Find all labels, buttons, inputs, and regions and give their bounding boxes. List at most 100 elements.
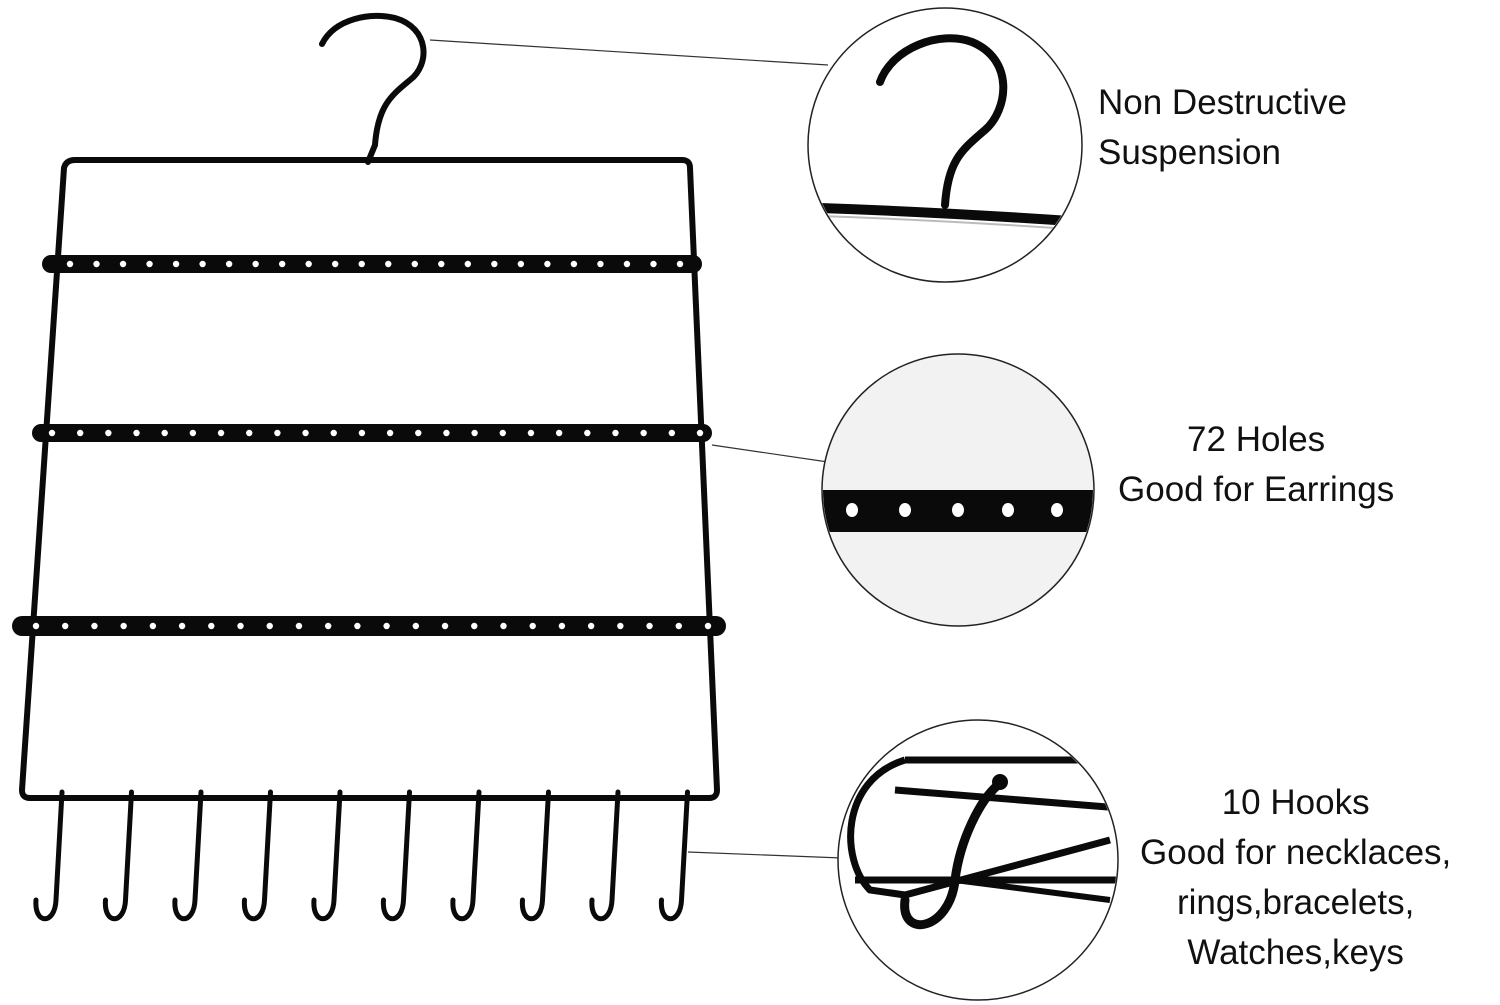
earring-hole	[146, 260, 153, 268]
earring-hole	[676, 260, 684, 268]
earring-hole	[491, 260, 498, 268]
earring-hole	[330, 429, 337, 437]
earring-holes-closeup-icon	[821, 353, 1095, 627]
earring-hole	[354, 622, 361, 630]
bottom-hook	[172, 789, 204, 922]
bottom-hook	[519, 789, 551, 922]
suspension-hook-closeup-icon	[807, 7, 1083, 283]
callout-hooks-line-2: Good for necklaces,	[1140, 833, 1452, 872]
earring-hole	[558, 622, 566, 630]
earring-hole	[149, 622, 157, 630]
earring-hole	[199, 260, 206, 268]
organizer-frame	[18, 157, 721, 801]
callout-holes: 72 Holes Good for Earrings	[1118, 415, 1394, 515]
earring-hole	[675, 622, 682, 630]
callout-suspension-line-1: Non Destructive	[1098, 83, 1347, 122]
bottom-hook	[589, 789, 621, 922]
earring-hole	[704, 622, 712, 630]
callout-suspension-line-2: Suspension	[1098, 133, 1281, 172]
hanger-hook	[319, 12, 427, 165]
leader-line-1	[429, 39, 829, 66]
callout-hooks-line-3: rings,bracelets,	[1176, 883, 1415, 922]
earring-hole	[500, 622, 507, 630]
earring-hole	[668, 429, 676, 437]
earring-hole	[464, 260, 472, 268]
bottom-hook	[33, 789, 65, 922]
earring-hole	[517, 260, 525, 268]
callout-hooks-line-4: Watches,keys	[1187, 933, 1404, 972]
earring-hole	[172, 260, 180, 268]
bottom-hooks	[33, 789, 690, 922]
earring-bar-1	[42, 255, 702, 273]
earring-hole	[617, 622, 624, 630]
earring-hole	[161, 429, 168, 437]
earring-hole	[105, 429, 112, 437]
earring-hole	[443, 429, 450, 437]
callout-suspension: Non Destructive Suspension	[1098, 78, 1347, 178]
earring-hole	[612, 429, 619, 437]
earring-hole	[441, 622, 449, 630]
callout-holes-line-1: 72 Holes	[1187, 420, 1326, 459]
earring-hole	[305, 260, 312, 268]
earring-hole	[62, 622, 69, 630]
bottom-hook	[241, 789, 273, 922]
earring-hole	[471, 429, 478, 437]
earring-hole	[66, 260, 74, 268]
earring-hole	[278, 260, 286, 268]
earring-hole	[555, 429, 563, 437]
earring-hole	[133, 429, 140, 437]
earring-hole	[646, 622, 653, 630]
earring-hole	[386, 429, 394, 437]
callout-hooks-line-1: 10 Hooks	[1221, 783, 1370, 822]
earring-hole	[189, 429, 197, 437]
earring-hole	[324, 622, 332, 630]
earring-hole	[246, 429, 253, 437]
bottom-hook	[380, 789, 412, 922]
earring-hole	[412, 622, 420, 630]
earring-hole	[295, 622, 303, 630]
earring-hole	[650, 260, 657, 268]
earring-hole	[584, 429, 591, 437]
earring-hole	[358, 260, 365, 268]
earring-hole	[48, 429, 56, 437]
earring-hole	[120, 622, 127, 630]
earring-hole	[415, 429, 422, 437]
earring-hole	[499, 429, 506, 437]
callout-holes-line-2: Good for Earrings	[1118, 470, 1395, 509]
earring-hole	[597, 260, 604, 268]
earring-hole	[76, 429, 84, 437]
earring-hole	[623, 260, 631, 268]
earring-bar-3	[12, 616, 726, 636]
earring-hole	[640, 429, 647, 437]
leader-line-2	[711, 444, 829, 463]
earring-hole	[411, 260, 418, 268]
earring-hole	[527, 429, 535, 437]
earring-hole	[544, 260, 551, 268]
earring-hole	[93, 260, 100, 268]
earring-hole	[237, 622, 244, 630]
earring-hole	[252, 260, 259, 268]
earring-hole	[385, 260, 392, 268]
earring-hole	[32, 622, 40, 630]
bottom-hook	[658, 789, 690, 922]
earring-hole	[217, 429, 225, 437]
earring-hole	[696, 429, 704, 437]
callout-hooks: 10 Hooks Good for necklaces, rings,brace…	[1140, 778, 1451, 978]
earring-hole	[358, 429, 366, 437]
s-hook-closeup-icon	[837, 719, 1119, 1001]
earring-hole	[383, 622, 390, 630]
earring-hole	[332, 260, 339, 268]
earring-hole	[438, 260, 445, 268]
bottom-hook	[311, 789, 343, 922]
earring-hole	[274, 429, 281, 437]
leader-line-3	[687, 851, 843, 859]
earring-hole	[91, 622, 98, 630]
earring-hole	[119, 260, 127, 268]
earring-hole	[178, 622, 186, 630]
earring-hole	[225, 260, 233, 268]
earring-hole	[529, 622, 536, 630]
bottom-hook	[102, 789, 134, 922]
earring-bar-2	[32, 424, 712, 442]
bottom-hook	[450, 789, 482, 922]
